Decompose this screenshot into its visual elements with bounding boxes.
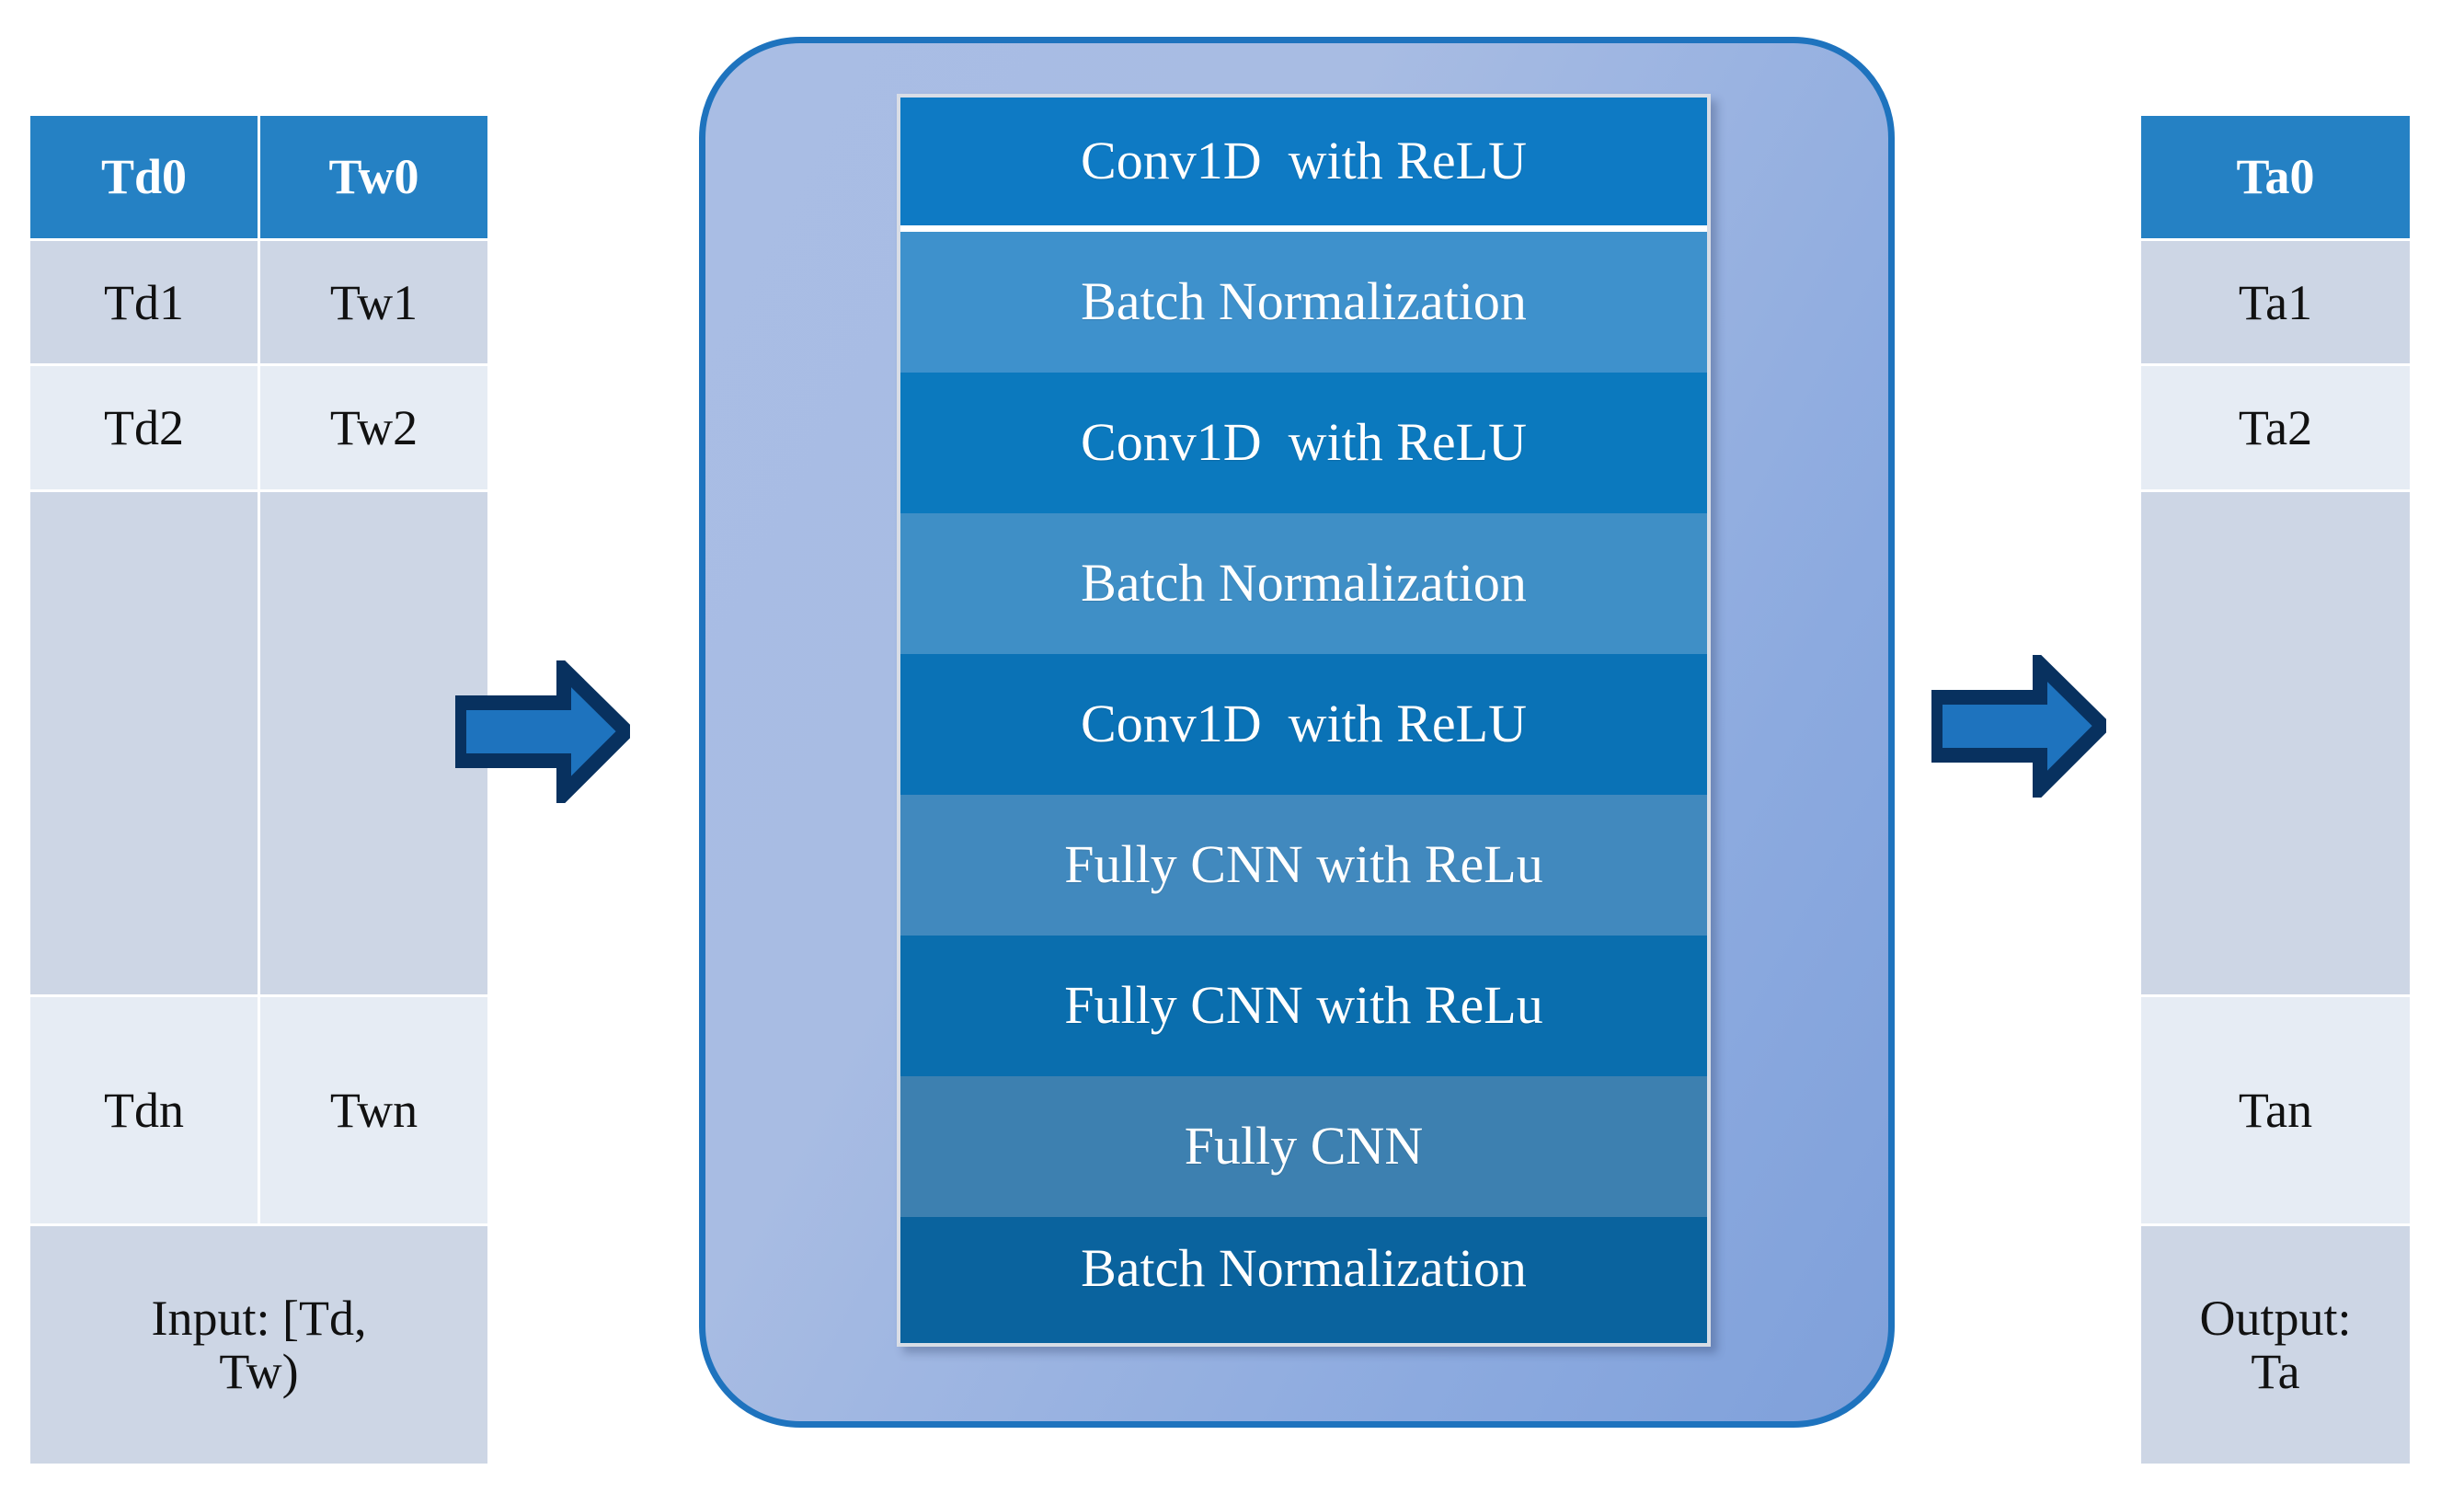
table-row: Td1 Tw1	[30, 241, 487, 367]
arrow-right-svg	[1928, 646, 2114, 807]
table-row: Ta1	[2141, 241, 2410, 367]
table-row: Ta0	[2141, 116, 2410, 242]
layer-conv1d-relu-3: Conv1D with ReLU	[900, 654, 1707, 796]
table-row-footer: Output: Ta	[2141, 1226, 2410, 1464]
layer-batchnorm-3: Batch Normalization	[900, 1217, 1707, 1343]
layer-stack: Conv1D with ReLU Batch Normalization Con…	[897, 94, 1711, 1347]
output-cell-ta2: Ta2	[2141, 366, 2410, 492]
input-cell-blank-tw	[260, 491, 487, 998]
input-table: Td0 Tw0 Td1 Tw1 Td2 Tw2 Tdn Twn Input: […	[30, 116, 487, 1464]
table-row: Ta2	[2141, 366, 2410, 492]
arrow-right-icon-input	[452, 651, 637, 812]
input-cell-tdn: Tdn	[30, 997, 260, 1227]
table-row: Td0 Tw0	[30, 116, 487, 242]
input-cell-td2: Td2	[30, 366, 260, 492]
output-cell-tan: Tan	[2141, 997, 2410, 1227]
table-row: Tan	[2141, 997, 2410, 1227]
layer-fullycnn-relu-1: Fully CNN with ReLu	[900, 795, 1707, 936]
input-cell-tw1: Tw1	[260, 241, 487, 367]
output-footer-label: Output: Ta	[2141, 1226, 2410, 1464]
layer-batchnorm-2: Batch Normalization	[900, 513, 1707, 655]
output-cell-ta1: Ta1	[2141, 241, 2410, 367]
output-cell-blank	[2141, 491, 2410, 998]
table-row-blank	[30, 491, 487, 998]
arrow-right-svg	[452, 651, 637, 812]
layer-batchnorm-1: Batch Normalization	[900, 232, 1707, 373]
input-footer-label: Input: [Td, Tw)	[30, 1226, 487, 1464]
layer-fullycnn-relu-2: Fully CNN with ReLu	[900, 936, 1707, 1077]
output-table: Ta0 Ta1 Ta2 Tan Output: Ta	[2141, 116, 2410, 1464]
input-cell-twn: Twn	[260, 997, 487, 1227]
input-cell-tw2: Tw2	[260, 366, 487, 492]
arrow-right-icon-output	[1928, 646, 2114, 807]
table-row: Tdn Twn	[30, 997, 487, 1227]
input-cell-td1: Td1	[30, 241, 260, 367]
input-cell-blank-td	[30, 491, 260, 998]
input-cell-tw0: Tw0	[260, 116, 487, 242]
layer-fullycnn: Fully CNN	[900, 1076, 1707, 1218]
input-cell-td0: Td0	[30, 116, 260, 242]
output-cell-ta0: Ta0	[2141, 116, 2410, 242]
table-row-blank	[2141, 491, 2410, 998]
layer-conv1d-relu-1: Conv1D with ReLU	[900, 98, 1707, 233]
table-row-footer: Input: [Td, Tw)	[30, 1226, 487, 1464]
layer-conv1d-relu-2: Conv1D with ReLU	[900, 373, 1707, 514]
table-row: Td2 Tw2	[30, 366, 487, 492]
